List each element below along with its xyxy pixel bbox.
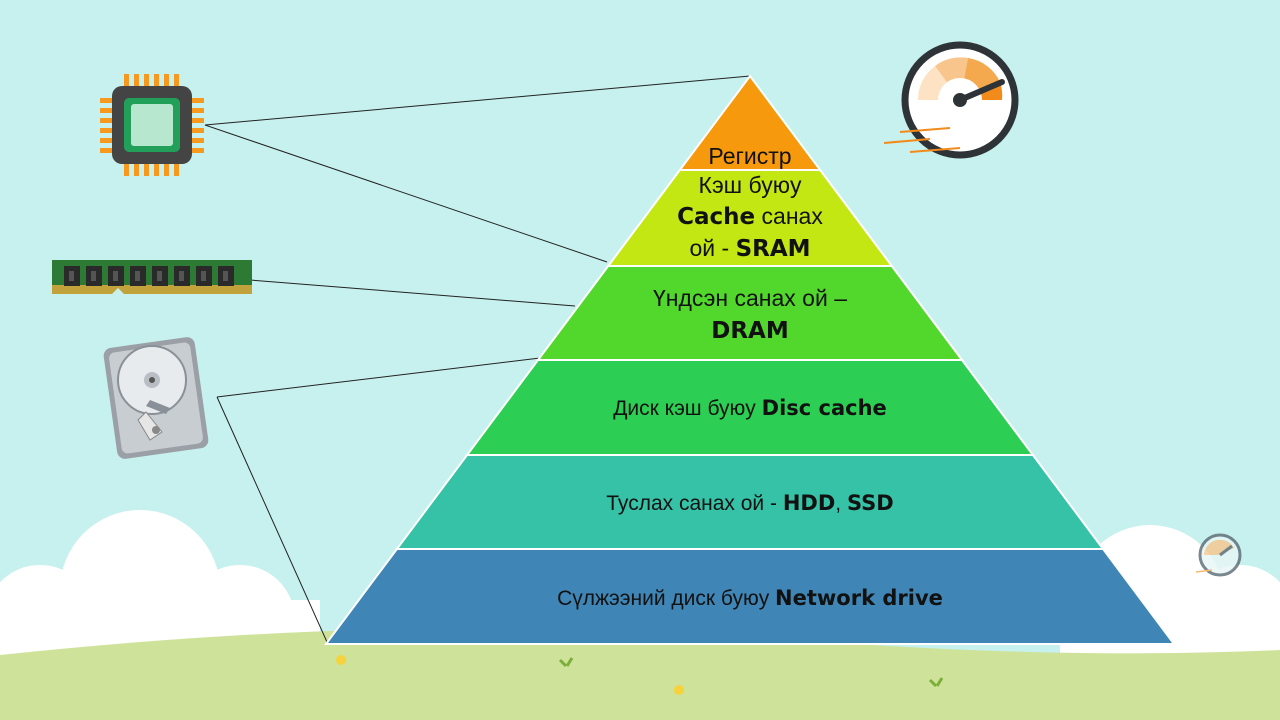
connector-lines — [204, 75, 751, 643]
cpu-chip-icon — [100, 74, 204, 176]
grass-ground — [0, 665, 1280, 720]
small-speedometer-icon — [1195, 533, 1242, 577]
speedometer-icon — [883, 41, 1019, 159]
ram-module-icon — [52, 260, 252, 294]
flower-icon — [336, 655, 944, 695]
memory-pyramid — [324, 74, 1176, 645]
level-dram-label: Үндсэн санах ой – DRAM — [653, 285, 847, 344]
level-cache-label: Кэш буюу Cache санах ой - SRAM — [677, 172, 823, 262]
level-network-label: Сүлжээний диск буюу Network drive — [557, 586, 943, 610]
level-register-label: Регистр — [708, 143, 792, 169]
level-disc-cache-label: Диск кэш буюу Disc cache — [613, 396, 887, 420]
level-secondary-label: Туслах санах ой - HDD, SSD — [606, 491, 894, 515]
pyramid-level-network — [324, 548, 1176, 645]
hard-disk-icon — [103, 337, 209, 459]
